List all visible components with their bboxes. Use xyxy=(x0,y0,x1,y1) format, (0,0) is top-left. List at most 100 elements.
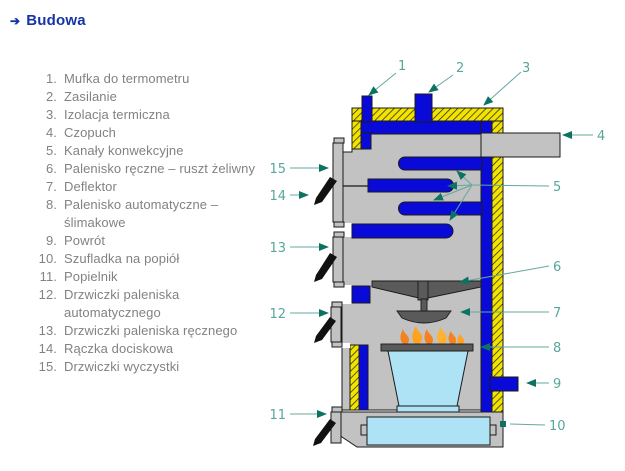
callout-label-12: 12 xyxy=(269,307,286,322)
door-bracket xyxy=(333,137,345,144)
list-item-number: 4. xyxy=(45,125,57,140)
leader-lines xyxy=(290,71,593,426)
deflector-cap xyxy=(396,310,452,324)
jacket-left-top-column xyxy=(360,132,372,150)
jacket-top-bar xyxy=(360,120,491,135)
section-title: ➔ Budowa xyxy=(10,12,86,29)
deflector xyxy=(396,298,452,324)
door-handle xyxy=(314,317,336,343)
callout-label-8: 8 xyxy=(553,341,561,356)
channel-finger xyxy=(398,201,483,216)
door-bracket xyxy=(331,301,343,308)
burner-cup xyxy=(387,350,469,407)
callout-label-11: 11 xyxy=(269,408,286,423)
leader-line-6 xyxy=(459,265,550,285)
drawer-tab xyxy=(489,424,497,436)
leader-line-5d xyxy=(449,184,473,221)
callout-label-10: 10 xyxy=(549,419,566,434)
callout-label-1: 1 xyxy=(398,59,406,74)
list-item: 5.Kanały konwekcyjne xyxy=(30,142,275,160)
callout-labels: 1 2 3 4 5 6 7 8 9 10 11 12 13 14 15 xyxy=(269,59,605,434)
deflector-stem xyxy=(420,298,428,313)
channel-finger xyxy=(367,178,454,193)
insulation-left-bottom-strip xyxy=(349,344,360,411)
list-item-label: Drzwiczki paleniska ręcznego xyxy=(64,323,238,338)
manual-firebox-door xyxy=(314,231,345,288)
arrow-right-icon: ➔ xyxy=(10,14,21,28)
list-item: 14.Rączka dociskowa xyxy=(30,340,275,358)
list-item-number: 1. xyxy=(45,71,57,86)
list-item-label: Mufka do termometru xyxy=(64,71,190,86)
door-handle xyxy=(313,419,336,446)
list-item-number: 12. xyxy=(38,287,57,302)
list-item-label: Powrót xyxy=(64,233,106,248)
list-item: 4. Czopuch xyxy=(30,124,275,142)
jacket-block xyxy=(351,285,371,304)
thermometer-socket-stub xyxy=(361,95,373,123)
return-stub xyxy=(489,376,519,392)
channel-finger xyxy=(351,223,454,239)
leader-line-5b xyxy=(447,181,473,190)
jacket-right-column xyxy=(480,120,493,413)
supply-stub xyxy=(414,93,433,123)
auto-firebox-door xyxy=(314,301,343,348)
list-item-label: Czopuch xyxy=(64,125,117,140)
jacket-left-bottom-column xyxy=(358,344,369,411)
list-item-number: 6. xyxy=(45,161,57,176)
list-item-number: 7. xyxy=(45,179,57,194)
list-item-number: 5. xyxy=(45,143,57,158)
leader-line-2 xyxy=(428,74,454,93)
callout-label-5: 5 xyxy=(553,180,561,195)
door-bracket xyxy=(333,281,345,288)
insulation-right-strip xyxy=(491,120,504,413)
list-item-label: Popielnik xyxy=(64,269,118,284)
door-bracket xyxy=(331,406,343,413)
notch xyxy=(331,285,352,304)
callout-label-9: 9 xyxy=(553,377,561,392)
grate-center-support xyxy=(417,280,429,301)
list-item-number: 10. xyxy=(38,251,57,266)
callout-label-2: 2 xyxy=(456,61,464,76)
channel-finger xyxy=(398,156,483,171)
list-item-number: 11. xyxy=(39,269,57,284)
ash-drawer xyxy=(366,416,491,446)
callout-label-15: 15 xyxy=(269,162,286,177)
list-item: 3.Izolacja termiczna xyxy=(30,106,275,124)
list-item-label: Palenisko automatyczne – ślimakowe xyxy=(64,197,219,230)
list-item: 10. Szufladka na popiół xyxy=(30,250,275,268)
list-item-label: Drzwiczki paleniska automatycznego xyxy=(64,287,180,320)
list-item-label: Palenisko ręczne – ruszt żeliwny xyxy=(64,161,256,176)
leader-line-3 xyxy=(483,71,522,106)
list-item-number: 15. xyxy=(38,359,57,374)
door-bracket xyxy=(331,341,343,348)
leader-line-5c xyxy=(433,184,473,201)
callout-label-13: 13 xyxy=(269,241,286,256)
burner-foot xyxy=(396,405,460,413)
list-item: 9. Powrót xyxy=(30,232,275,250)
flame xyxy=(457,334,464,345)
door-bracket xyxy=(333,221,345,228)
convection-channels xyxy=(351,156,483,304)
list-item: 15.Drzwiczki wyczystki xyxy=(30,358,275,376)
callout-label-4: 4 xyxy=(597,129,605,144)
ashpit-door xyxy=(313,406,343,446)
drawer-tab xyxy=(360,424,368,436)
leader-line-5a xyxy=(456,170,473,186)
flue-duct xyxy=(480,132,561,158)
list-item: 11. Popielnik xyxy=(30,268,275,286)
list-item: 12. Drzwiczki paleniska automatycznego xyxy=(30,286,275,322)
list-item-number: 9. xyxy=(45,233,57,248)
list-item-number: 8. xyxy=(45,197,57,212)
doors xyxy=(313,137,345,446)
list-item-label: Izolacja termiczna xyxy=(64,107,170,122)
water-jacket xyxy=(358,93,493,413)
door-handle xyxy=(314,253,337,282)
flame xyxy=(412,326,423,345)
list-item-label: Deflektor xyxy=(64,179,117,194)
list-item: 13.Drzwiczki paleniska ręcznego xyxy=(30,322,275,340)
flame xyxy=(400,329,409,345)
page-title: Budowa xyxy=(26,12,86,29)
list-item-label: Szufladka na popiół xyxy=(64,251,180,266)
list-item-label: Zasilanie xyxy=(64,89,117,104)
